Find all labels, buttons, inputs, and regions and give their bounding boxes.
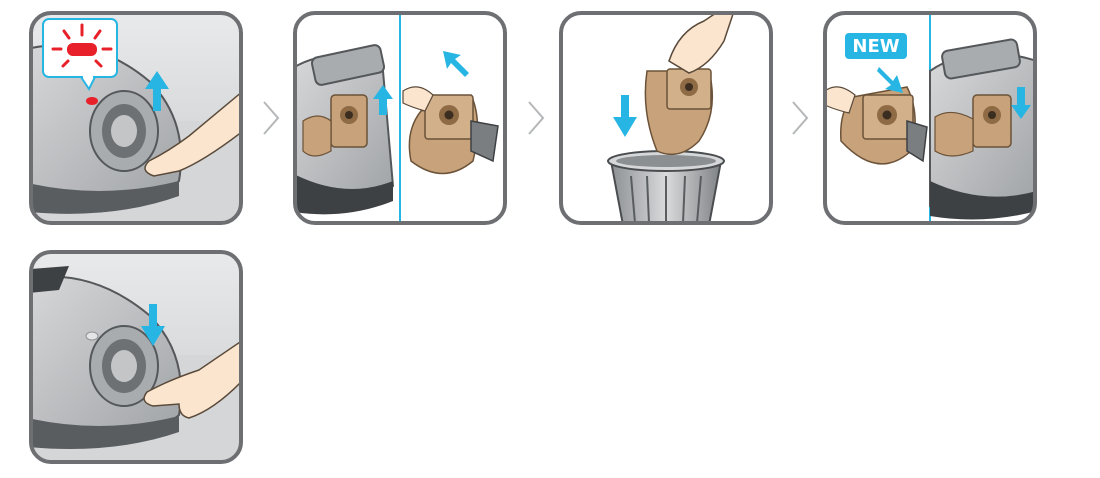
step-1-panel	[29, 11, 243, 225]
step-4-illustration: NEW	[823, 11, 1037, 225]
chevron-right-icon	[524, 98, 548, 138]
step-5-panel	[29, 250, 243, 464]
chevron-right-icon	[788, 98, 812, 138]
step-2-panel	[293, 11, 507, 225]
step-1-illustration	[29, 11, 243, 225]
trash-bin-icon	[608, 151, 724, 225]
step-3-illustration	[559, 11, 773, 225]
step-3-panel	[559, 11, 773, 225]
step-2-illustration	[293, 11, 507, 225]
step-5-illustration	[29, 250, 243, 464]
step-4-panel: NEW	[823, 11, 1037, 225]
chevron-right-icon	[259, 98, 283, 138]
new-badge-label: NEW	[852, 36, 899, 57]
